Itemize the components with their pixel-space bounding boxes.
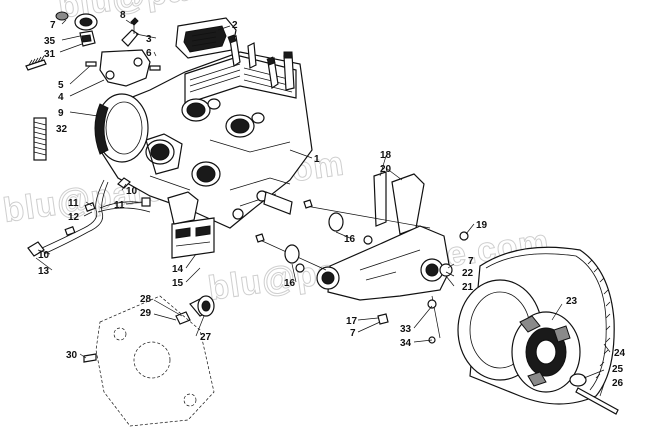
callout-33: 33 — [400, 324, 412, 335]
bolt-30 — [83, 353, 97, 363]
mount-bracket-14 — [167, 191, 215, 259]
callout-16: 16 — [344, 234, 356, 245]
gear-washer-top — [328, 212, 344, 232]
callout-18: 18 — [380, 150, 392, 161]
bolt-6 — [149, 65, 161, 71]
callout-13: 13 — [38, 266, 50, 277]
bracket-20 — [391, 173, 425, 235]
callout-1: 1 — [314, 154, 320, 165]
callout-35: 35 — [44, 36, 56, 47]
intake-ports — [181, 98, 265, 138]
callout-4: 4 — [58, 92, 64, 103]
oil-line-fitting — [27, 241, 45, 257]
callout-15: 15 — [172, 278, 184, 289]
crank-shaft — [263, 191, 293, 215]
cap-nut — [55, 11, 69, 21]
oil-lines — [27, 177, 151, 257]
gear-washer-bottom — [284, 244, 300, 264]
bolt-5 — [85, 61, 97, 67]
callout-8: 8 — [120, 10, 126, 21]
engine-block — [94, 34, 313, 229]
mount-plate — [327, 225, 451, 301]
bracket-bolt-8 — [130, 17, 139, 26]
callout-11: 11 — [68, 198, 79, 209]
callout-29: 29 — [140, 308, 152, 319]
callout-7-b: 7 — [350, 328, 356, 339]
bracket-18 — [373, 171, 387, 227]
callout-32: 32 — [56, 124, 68, 135]
callout-14: 14 — [172, 264, 184, 275]
callout-21: 21 — [462, 282, 474, 293]
spacer-set — [175, 295, 215, 325]
callout-labels: 7 35 31 5 4 8 3 6 2 9 32 1 10 11 11 12 1… — [38, 10, 626, 389]
callout-20: 20 — [380, 164, 392, 175]
callout-24: 24 — [614, 348, 626, 359]
callout-34: 34 — [400, 338, 412, 349]
upper-bracket — [85, 17, 161, 87]
exhaust-ports — [145, 133, 221, 187]
callout-28: 28 — [140, 294, 152, 305]
callout-10: 10 — [126, 186, 138, 197]
callout-25: 25 — [612, 364, 624, 375]
oil-filler-group — [25, 11, 98, 71]
spring-31 — [25, 55, 47, 71]
callout-19: 19 — [476, 220, 488, 231]
gasket-outline — [83, 295, 215, 427]
callout-17: 17 — [346, 316, 358, 327]
bracket-plate — [99, 49, 151, 87]
callout-22: 22 — [462, 268, 474, 279]
callout-3: 3 — [146, 34, 152, 45]
valve-cover-2 — [175, 17, 237, 59]
callout-27: 27 — [200, 332, 212, 343]
callout-2: 2 — [232, 20, 238, 31]
callout-30: 30 — [66, 350, 78, 361]
clutch-bracket — [316, 171, 451, 301]
callout-7: 7 — [50, 20, 56, 31]
leader-lines — [35, 19, 611, 397]
callout-23: 23 — [566, 296, 578, 307]
washer-25 — [569, 373, 587, 387]
drive-clutch — [457, 246, 619, 415]
spark-plug-towers — [227, 34, 295, 91]
callout-7-c: 7 — [468, 256, 474, 267]
flywheel-cover-9 — [94, 93, 149, 163]
filler-cap-center — [79, 17, 93, 27]
bushing-29 — [175, 311, 191, 325]
callout-11-b: 11 — [114, 200, 125, 211]
callout-5: 5 — [58, 80, 64, 91]
bolt-26 — [575, 387, 619, 415]
callout-16-b: 16 — [284, 278, 296, 289]
callout-31: 31 — [44, 49, 56, 60]
filler-neck-inner — [81, 34, 92, 43]
callout-12: 12 — [68, 212, 80, 223]
spring-32 — [33, 117, 47, 161]
starter-mount — [167, 191, 199, 225]
callout-10-b: 10 — [38, 250, 50, 261]
callout-9: 9 — [58, 108, 64, 119]
callout-6: 6 — [146, 48, 152, 59]
bracket-arm — [121, 29, 139, 47]
fastener-lines — [255, 199, 469, 344]
callout-26: 26 — [612, 378, 624, 389]
